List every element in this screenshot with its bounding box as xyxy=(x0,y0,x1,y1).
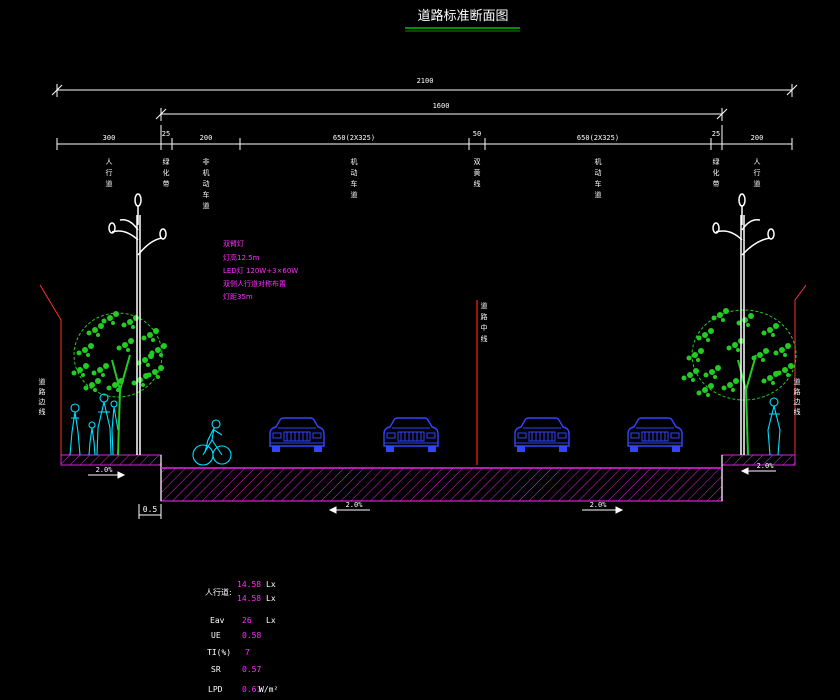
slope-road-left: 2.0% xyxy=(346,501,364,509)
metric-sidewalk-unit2: Lx xyxy=(266,594,276,603)
segment-median: 50 xyxy=(473,130,481,138)
lamp-notes: 双臂灯 灯高12.5m LED灯 120W+3×60W 双侧人行道对称布置 灯距… xyxy=(223,239,298,301)
left-lamp-icon xyxy=(108,193,167,455)
dimension-total-label: 2100 xyxy=(417,77,434,85)
metric-eav-unit: Lx xyxy=(266,616,276,625)
lighting-metrics: 人行道: 14.58 Lx 14.58 Lx Eav 26 Lx UE 0.58… xyxy=(205,580,278,694)
segment-right-motor: 650(2X325) xyxy=(577,134,619,142)
left-tree-icon xyxy=(71,311,167,456)
left-edge-label: 道路边线 xyxy=(38,377,46,418)
dimension-carriageway xyxy=(155,108,728,121)
right-pedestrian-icon xyxy=(767,397,781,456)
zone-right-sidewalk: 人行道 xyxy=(753,158,761,191)
zone-median: 双黄线 xyxy=(473,158,481,191)
left-sidewalk-slab xyxy=(60,454,162,466)
left-pedestrians-icon xyxy=(69,393,119,456)
zone-right-motor: 机动车道 xyxy=(594,157,602,202)
slope-left-sidewalk: 2.0% xyxy=(96,466,114,474)
metric-lpd-val: 0.61 xyxy=(242,685,261,694)
segment-left-motor: 650(2X325) xyxy=(333,134,375,142)
metric-eav-label: Eav xyxy=(210,616,225,625)
metric-sr-label: SR xyxy=(211,665,221,674)
lamp-note-power: LED灯 120W+3×60W xyxy=(223,266,298,275)
metric-sidewalk-unit1: Lx xyxy=(266,580,276,589)
car-icon-4 xyxy=(627,417,683,453)
curb-dimension-label: 0.5 xyxy=(143,505,158,514)
carriageway-slab xyxy=(160,467,723,502)
car-icon-2 xyxy=(383,417,439,453)
segment-left-sidewalk: 300 xyxy=(103,134,116,142)
metric-sr-val: 0.57 xyxy=(242,665,261,674)
zone-right-greenbelt: 绿化带 xyxy=(712,157,720,191)
dimension-carriageway-label: 1600 xyxy=(433,102,450,110)
metric-ti-label: TI(%) xyxy=(207,648,231,657)
metric-ue-label: UE xyxy=(211,631,221,640)
dimension-total xyxy=(51,84,798,97)
slope-right-sidewalk: 2.0% xyxy=(757,462,775,470)
metric-lpd-label: LPD xyxy=(208,685,223,694)
segment-right-greenbelt: 25 xyxy=(712,130,720,138)
lamp-note-spacing: 灯距35m xyxy=(223,292,253,301)
left-road-edge xyxy=(39,284,62,455)
lamp-note-layout: 双侧人行道对称布置 xyxy=(223,279,286,288)
metric-lpd-unit: W/m² xyxy=(259,685,278,694)
cyclist-icon xyxy=(192,419,232,466)
segment-left-nonmotor: 200 xyxy=(200,134,213,142)
metric-sidewalk-val1: 14.58 xyxy=(237,580,261,589)
zone-left-motor: 机动车道 xyxy=(350,157,358,202)
metric-ue-val: 0.58 xyxy=(242,631,261,640)
zone-left-greenbelt: 绿化带 xyxy=(162,157,170,191)
dimension-segments xyxy=(56,125,793,150)
metric-eav-val: 26 xyxy=(242,616,252,625)
metric-sidewalk-val2: 14.58 xyxy=(237,594,261,603)
metric-ti-val: 7 xyxy=(245,648,250,657)
right-edge-label: 道路边线 xyxy=(793,377,801,418)
zone-left-nonmotor: 非机动车道 xyxy=(202,157,210,213)
right-road-edge xyxy=(794,284,807,455)
zone-left-sidewalk: 人行道 xyxy=(105,158,113,191)
slope-road-right: 2.0% xyxy=(590,501,608,509)
curb-dimension xyxy=(138,504,162,519)
lamp-note-height: 灯高12.5m xyxy=(223,253,260,262)
segment-right-sidewalk: 200 xyxy=(751,134,764,142)
pavement-section xyxy=(60,454,796,502)
metric-sidewalk-label: 人行道: xyxy=(205,587,232,597)
car-icon-3 xyxy=(514,417,570,453)
centerline-label: 道路中线 xyxy=(480,301,488,346)
right-tree-icon xyxy=(681,308,797,456)
drawing-title: 道路标准断面图 xyxy=(417,8,508,24)
segment-left-greenbelt: 25 xyxy=(162,130,170,138)
right-lamp-icon xyxy=(712,193,775,455)
slope-markers xyxy=(88,467,776,514)
lamp-note-type: 双臂灯 xyxy=(223,239,244,248)
car-icon-1 xyxy=(269,417,325,453)
